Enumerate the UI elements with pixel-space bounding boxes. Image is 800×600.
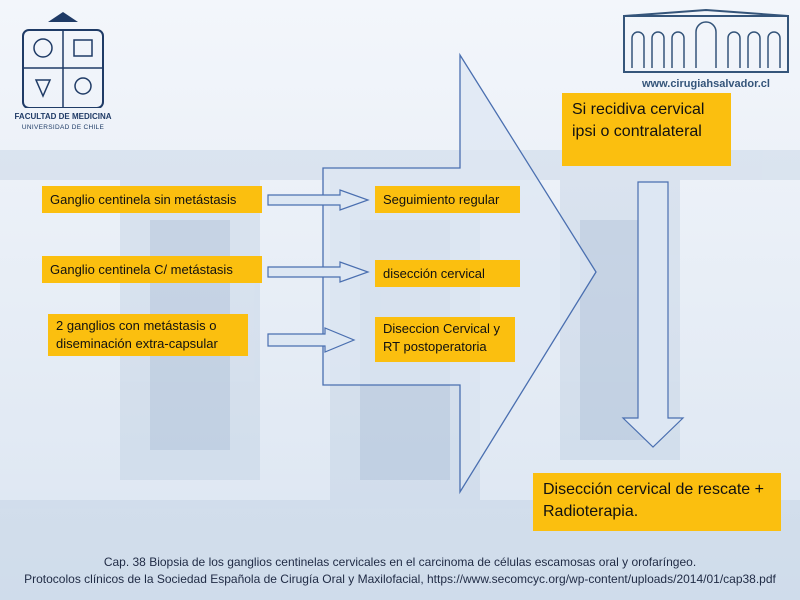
box-dos-ganglios-metastasis: 2 ganglios con metástasis o diseminación… — [48, 314, 248, 356]
arrow-2 — [267, 261, 370, 283]
hospital-salvador-logo: www.cirugiahsalvador.cl — [622, 8, 790, 100]
citation-caption: Cap. 38 Biopsia de los ganglios centinel… — [0, 554, 800, 588]
citation-line-2: Protocolos clínicos de la Sociedad Españ… — [24, 572, 776, 586]
box-diseccion-cervical: disección cervical — [375, 260, 520, 287]
arrow-1 — [267, 189, 370, 211]
box-seguimiento-regular: Seguimiento regular — [375, 186, 520, 213]
citation-line-1: Cap. 38 Biopsia de los ganglios centinel… — [103, 555, 697, 569]
box-recidiva-cervical: Si recidiva cervical ipsi o contralatera… — [562, 93, 731, 166]
hospital-building-icon — [623, 8, 789, 73]
box-diseccion-rescate-radioterapia: Disección cervical de rescate + Radioter… — [533, 473, 781, 531]
down-arrow — [621, 181, 685, 448]
box-ganglio-sin-metastasis: Ganglio centinela sin metástasis — [42, 186, 262, 213]
website-url: www.cirugiahsalvador.cl — [642, 78, 770, 90]
logo-university-name: UNIVERSIDAD DE CHILE — [21, 124, 105, 131]
box-ganglio-con-metastasis: Ganglio centinela C/ metástasis — [42, 256, 262, 283]
arrow-3 — [267, 327, 356, 353]
facultad-medicina-logo: FACULTAD DE MEDICINA UNIVERSIDAD DE CHIL… — [8, 8, 118, 138]
logo-faculty-name: FACULTAD DE MEDICINA — [14, 112, 112, 121]
box-diseccion-cervical-rt: Diseccion Cervical y RT postoperatoria — [375, 317, 515, 362]
